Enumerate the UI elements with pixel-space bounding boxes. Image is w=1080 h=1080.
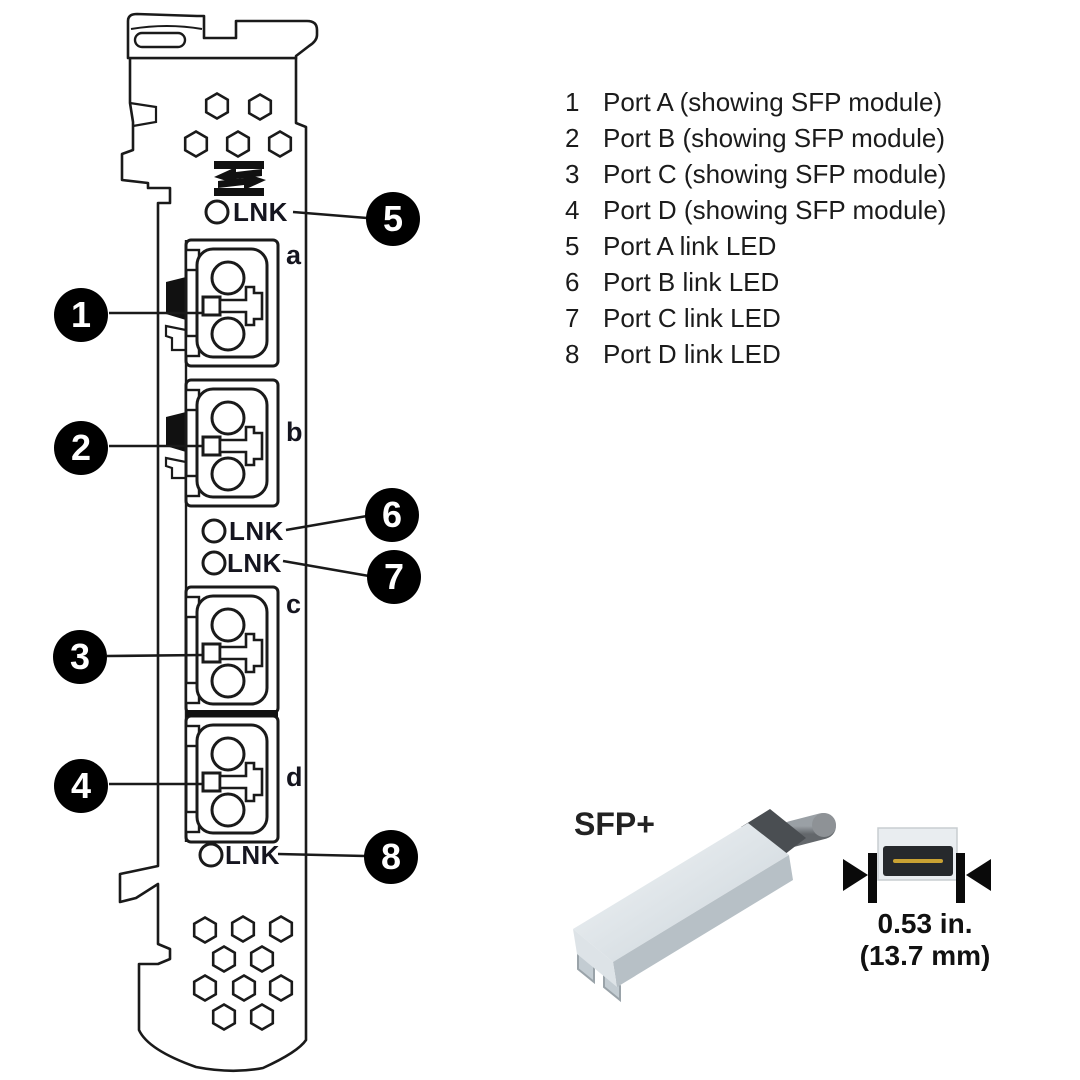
callout-line-6 (285, 514, 368, 532)
legend-row: 1 Port A (showing SFP module) (565, 84, 946, 120)
legend-label: Port B link LED (603, 266, 780, 297)
cage-separator-bar (186, 710, 278, 717)
callout-line-8 (277, 852, 366, 858)
flange-screw-slot (133, 31, 187, 49)
callout-line-3 (106, 653, 204, 658)
callout-7: 7 (367, 550, 421, 604)
legend-label: Port B (showing SFP module) (603, 122, 945, 153)
legend-row: 2 Port B (showing SFP module) (565, 120, 946, 156)
sfp-title: SFP+ (574, 806, 655, 842)
led-label-a: LNK (233, 197, 288, 227)
led-port-b (201, 518, 227, 544)
dimension-mm: (13.7 mm) (859, 940, 991, 971)
callout-6: 6 (365, 488, 419, 542)
legend-row: 5 Port A link LED (565, 228, 946, 264)
callout-3: 3 (53, 630, 107, 684)
link-activity-icon (214, 161, 266, 196)
dimension-text: 0.53 in. (13.7 mm) (840, 908, 1010, 972)
legend-number: 4 (565, 194, 580, 225)
port-label-d: d (286, 762, 303, 792)
legend-label: Port A (showing SFP module) (603, 86, 943, 117)
port-c-connector (184, 585, 280, 715)
port-label-b: b (286, 417, 303, 447)
led-label-b: LNK (229, 516, 284, 546)
callout-8: 8 (364, 830, 418, 884)
legend-label: Port C (showing SFP module) (603, 158, 947, 189)
legend-row: 8 Port D link LED (565, 336, 946, 372)
legend-label: Port D link LED (603, 338, 781, 369)
legend-number: 7 (565, 302, 580, 333)
port-b-connector (184, 378, 280, 508)
legend-row: 7 Port C link LED (565, 300, 946, 336)
callout-4: 4 (54, 759, 108, 813)
sfp-body-end (573, 929, 617, 987)
legend-label: Port A link LED (603, 230, 777, 261)
legend-number: 3 (565, 158, 580, 189)
dimension-inches: 0.53 in. (877, 908, 973, 939)
port-label-c: c (286, 589, 301, 619)
sfp-body-top (573, 823, 789, 962)
port-b-emi-tab (164, 412, 188, 480)
callout-2: 2 (54, 421, 108, 475)
led-label-c: LNK (227, 548, 282, 578)
callout-leader-lines (106, 210, 370, 858)
led-port-a (204, 199, 230, 225)
legend-number: 1 (565, 86, 580, 117)
led-port-c (201, 550, 227, 576)
callout-5: 5 (366, 192, 420, 246)
sfp-connector-dimension (843, 827, 991, 903)
legend-number: 6 (565, 266, 580, 297)
port-label-a: a (286, 240, 302, 270)
sfp-body-front (613, 855, 793, 987)
gold-contact-strip (893, 859, 943, 863)
legend-row: 3 Port C (showing SFP module) (565, 156, 946, 192)
legend-number: 8 (565, 338, 580, 369)
legend: 1 Port A (showing SFP module) 2 Port B (… (565, 84, 946, 372)
port-d-connector (184, 714, 280, 844)
callout-line-7 (282, 559, 370, 578)
port-a-connector (184, 238, 280, 368)
legend-row: 4 Port D (showing SFP module) (565, 192, 946, 228)
port-a-emi-tab (164, 277, 188, 352)
sfp-module-illustration (573, 809, 836, 1003)
legend-row: 6 Port B link LED (565, 264, 946, 300)
legend-label: Port D (showing SFP module) (603, 194, 947, 225)
legend-number: 5 (565, 230, 580, 261)
link-led-indicators (198, 199, 230, 868)
legend-number: 2 (565, 122, 580, 153)
callout-1: 1 (54, 288, 108, 342)
dimension-arrows (843, 853, 991, 903)
callout-line-5 (292, 210, 368, 220)
legend-label: Port C link LED (603, 302, 781, 333)
led-port-d (198, 842, 224, 868)
led-label-d: LNK (225, 840, 280, 870)
sfp-collar (741, 809, 806, 858)
sfp-plug-end (812, 813, 836, 837)
